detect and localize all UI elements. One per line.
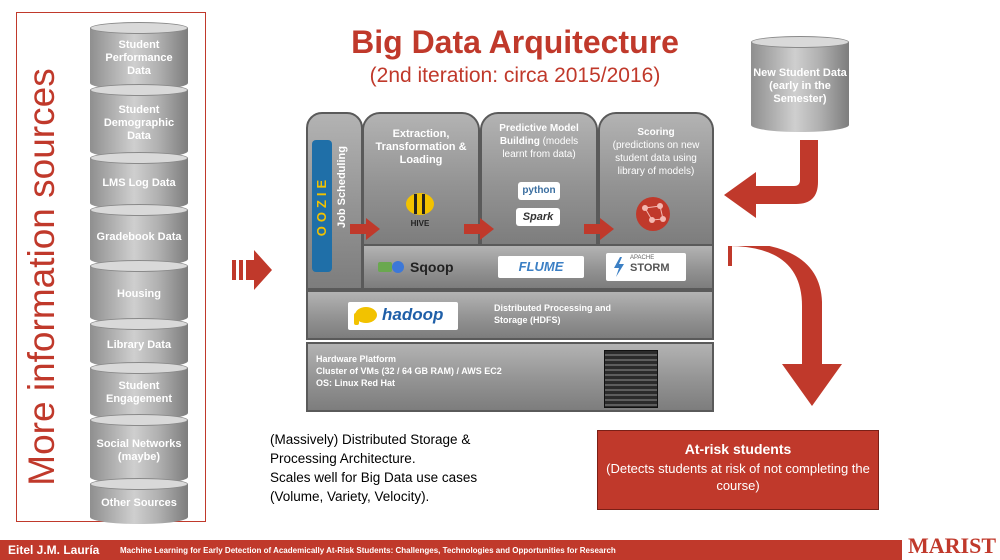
page-title: Big Data Arquitecture [351, 24, 679, 60]
sqoop-logo-text: Sqoop [410, 259, 454, 275]
footer-author: Eitel J.M. Lauría [8, 543, 100, 557]
hadoop-logo: hadoop [348, 302, 458, 330]
hive-logo-text: HIVE [410, 219, 430, 228]
flow-arrow-icon [350, 218, 380, 240]
scoring-title: Scoring [637, 127, 675, 138]
flume-logo: FLUME [498, 256, 584, 278]
footer-bar [0, 540, 1000, 560]
sources-heading: More information sources [21, 68, 62, 486]
spark-logo: Spark [516, 208, 560, 226]
at-risk-title: At-risk students [684, 441, 792, 457]
arrow-right-icon [232, 250, 272, 290]
scoring-title-block: Scoring (predictions on new student data… [604, 126, 708, 178]
hive-logo: HIVE [400, 190, 440, 230]
new-student-note: (early in the Semester) [769, 79, 831, 105]
scoring-network-icon [636, 197, 670, 231]
new-student-title: New Student Data [753, 66, 847, 79]
storm-logo: APACHE STORM [606, 253, 686, 281]
hardware-title: Hardware Platform [316, 354, 397, 364]
hardware-os: OS: Linux Red Hat [316, 378, 396, 388]
python-logo: python [518, 182, 560, 200]
description-line: Processing Architecture. [270, 451, 416, 466]
oozie-logo-text: OOZIE [314, 175, 329, 237]
model-building-column: Predictive Model Building (models learnt… [480, 112, 598, 246]
hadoop-logo-text: hadoop [382, 305, 444, 324]
footer-talk-title: Machine Learning for Early Detection of … [120, 546, 616, 555]
model-building-title-text: Predictive Model Building [499, 123, 579, 147]
source-label: Other Sources [101, 496, 177, 509]
marist-logo: MARIST [902, 532, 1000, 560]
elephant-icon [354, 307, 377, 325]
storm-logo-prefix: APACHE [630, 255, 655, 261]
source-cylinder: Library Data [90, 318, 188, 368]
source-cylinder: Student Performance Data [90, 22, 188, 90]
description-line: (Massively) Distributed Storage & [270, 432, 471, 447]
new-student-data-cylinder: New Student Data (early in the Semester) [751, 36, 849, 132]
curved-arrow-icon [724, 140, 818, 218]
scoring-subtitle: (predictions on new student data using l… [612, 140, 700, 177]
hardware-cluster: Cluster of VMs (32 / 64 GB RAM) / AWS EC… [316, 366, 502, 376]
source-label: Student Engagement [105, 380, 172, 405]
source-cylinder: Student Engagement [90, 362, 188, 420]
source-cylinder: LMS Log Data [90, 152, 188, 210]
description-line: Scales well for Big Data use cases [270, 470, 478, 485]
sqoop-icon [378, 261, 404, 273]
hdfs-label: Distributed Processing and Storage (HDFS… [494, 303, 612, 325]
source-label: Library Data [106, 338, 172, 351]
source-label: LMS Log Data [102, 176, 176, 189]
source-cylinder: Social Networks (maybe) [90, 414, 188, 484]
source-cylinder: Gradebook Data [90, 204, 188, 266]
source-label: Social Networks (maybe) [96, 438, 182, 463]
storm-icon [614, 257, 624, 277]
job-scheduling-label: Job Scheduling [336, 146, 348, 228]
source-label: Student Demographic Data [103, 103, 175, 142]
description-line: (Volume, Variety, Velocity). [270, 489, 430, 504]
architecture-description: (Massively) Distributed Storage & Proces… [270, 430, 570, 506]
server-rack-image [604, 350, 658, 408]
source-label: Gradebook Data [96, 230, 182, 243]
at-risk-box: At-risk students (Detects students at ri… [597, 430, 879, 510]
source-label: Housing [117, 287, 161, 300]
arrow-down-icon [728, 246, 842, 406]
at-risk-description: (Detects students at risk of not complet… [606, 461, 870, 493]
flow-arrow-icon [464, 218, 494, 240]
page-subtitle: (2nd iteration: circa 2015/2016) [369, 64, 661, 87]
source-cylinder: Other Sources [90, 478, 188, 524]
bee-icon [406, 193, 434, 215]
model-building-subtitle: (models learnt from data) [502, 136, 579, 160]
source-label: Student Performance Data [105, 38, 173, 77]
etl-title: Extraction, Transformation & Loading [375, 128, 467, 166]
oozie-logo [312, 140, 332, 272]
source-cylinder: Housing [90, 260, 188, 324]
model-building-title: Predictive Model Building (models learnt… [486, 122, 592, 161]
sqoop-logo: Sqoop [378, 256, 478, 278]
source-cylinder: Student Demographic Data [90, 84, 188, 158]
storm-logo-text: STORM [630, 262, 670, 274]
flow-arrow-icon [584, 218, 614, 240]
